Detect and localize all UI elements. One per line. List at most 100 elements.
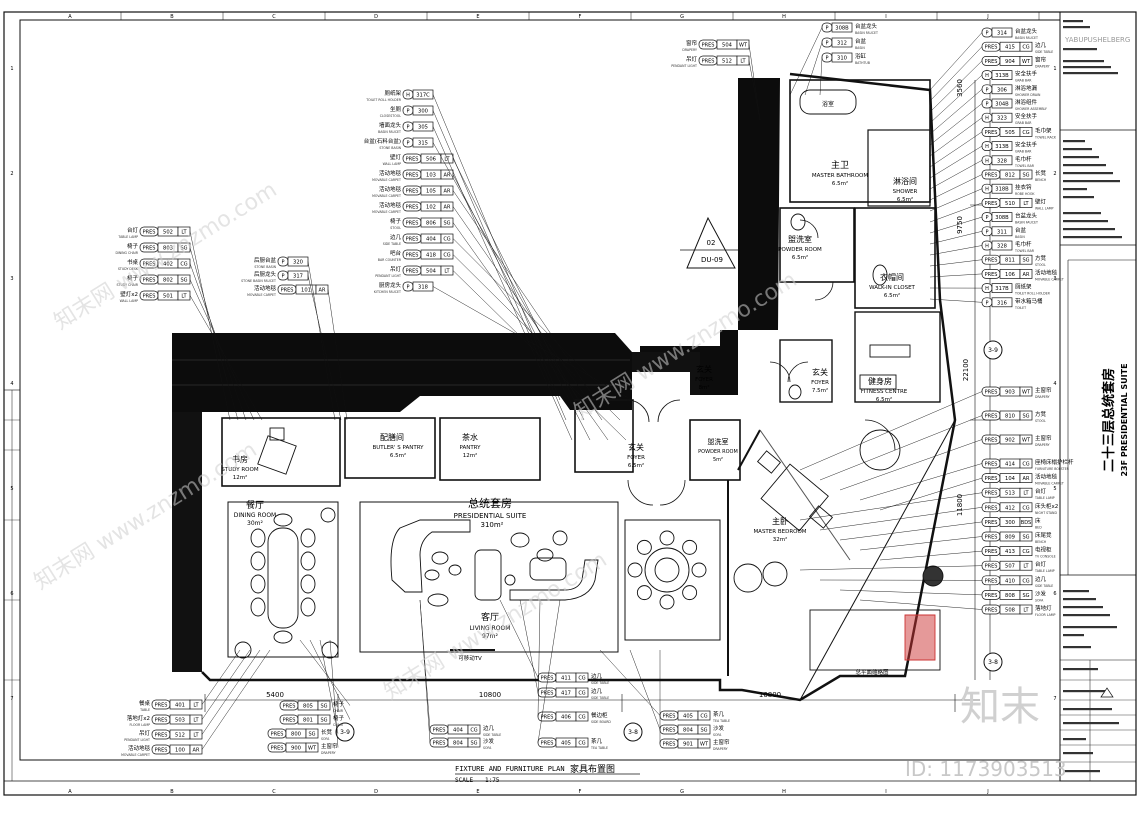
leader-line <box>800 392 982 471</box>
tag-number: 806 <box>426 221 436 227</box>
tag-code: PRES <box>143 230 156 236</box>
tag-label-cn: 壁灯 <box>390 153 402 161</box>
tag-code: PRES <box>985 505 998 511</box>
tag-number: 314 <box>997 31 1008 37</box>
leader-line <box>805 43 822 96</box>
leader-line <box>538 600 540 717</box>
living-furniture <box>432 552 448 564</box>
tag-number: 308B <box>995 215 1009 221</box>
tag-label-en: CHAIR <box>333 723 344 727</box>
tag-label-cn: 台盆 <box>1015 226 1027 234</box>
tag-label-en: PENDANT LIGHT <box>375 274 401 278</box>
tag-code: PRES <box>702 59 715 65</box>
room-master-bed-cn: 主卧 <box>772 516 788 526</box>
tag-label-cn: 边几 <box>1035 575 1047 583</box>
room-fitness-en: FITNESS CENTRE <box>861 389 908 395</box>
tag-label-en: KITCHEN FAUCET <box>374 290 401 294</box>
living-furniture <box>537 549 553 561</box>
tag-label-en: TABLE LAMP <box>117 235 138 239</box>
tag-label-en: BASIN FAUCET <box>1015 221 1038 225</box>
tag-code: PRES <box>985 272 998 278</box>
tag-number: 507 <box>1005 564 1015 570</box>
tag-number: 315 <box>418 141 428 147</box>
leader-line <box>860 537 982 551</box>
tag-code: PRES <box>985 520 998 526</box>
dining-chair <box>301 529 315 547</box>
tag-number: 900 <box>291 746 301 752</box>
tag-label-cn: 边几 <box>483 724 495 732</box>
tag-label-en: BAR COUNTER <box>378 258 402 262</box>
tag-code: PRES <box>433 728 446 734</box>
tag-number: 418 <box>426 253 436 259</box>
room-presidential-area: 310m² <box>481 521 504 529</box>
tag-label-en: STOOL <box>1035 263 1046 267</box>
leader-line <box>860 600 982 610</box>
tag-number: 512 <box>175 733 185 739</box>
tag-label-cn: 沙发 <box>1035 589 1047 597</box>
room-butler-en: BUTLER' S PANTRY <box>372 445 424 451</box>
scale-value: 1:75 <box>485 777 500 784</box>
tag-label-cn: 餐边柜 <box>591 711 608 719</box>
tag-number: 505 <box>1005 130 1015 136</box>
tag-code: PRES <box>985 578 998 584</box>
tag-label-en: TOWEL BAR <box>1014 164 1035 168</box>
tag-code: PRES <box>406 221 419 227</box>
tag-type: AR <box>193 748 200 754</box>
tag-number: 102 <box>426 205 436 211</box>
tag-label-en: STONE BASIN FAUCET <box>241 279 276 283</box>
grid-col-bottom-H: H <box>782 789 786 795</box>
title-block-fine-print <box>1063 634 1084 636</box>
tag-number: 106 <box>1005 272 1015 278</box>
leader-line <box>202 650 250 720</box>
tag-type: CG <box>443 253 450 259</box>
tag-code: P <box>406 125 409 131</box>
watermark-logo: 知末 <box>960 684 1040 730</box>
room-closet-cn: 衣帽间 <box>880 272 904 282</box>
tag-code: PRES <box>155 748 168 754</box>
tag-label-cn: 活动地毯 <box>128 744 151 752</box>
tag-number: 312 <box>837 41 847 47</box>
grid-row-right-4: 4 <box>1053 381 1056 387</box>
tag-number: 811 <box>1005 258 1015 264</box>
living-furniture <box>505 575 515 585</box>
room-master-bath-cn: 主卫 <box>831 159 849 171</box>
tag-label-cn: 厕纸架 <box>384 89 401 97</box>
room-powder2-cn: 盥洗室 <box>708 437 729 446</box>
dim-10800-b: 10800 <box>759 691 781 699</box>
tag-code: H <box>985 187 989 193</box>
tag-label-cn: 安全扶手 <box>1015 141 1038 149</box>
tag-label-cn: 安全扶手 <box>1015 70 1038 78</box>
section-tag: 02 <box>707 239 716 247</box>
grid-col-bottom-A: A <box>68 789 72 795</box>
tag-code: PRES <box>663 714 676 720</box>
tag-code: PRES <box>663 728 676 734</box>
title-block-fine-print <box>1063 738 1086 740</box>
grid-row-1: 1 <box>10 66 13 72</box>
tag-label-cn: 吧台 <box>390 249 402 257</box>
tag-label-en: PENDANT LIGHT <box>124 738 150 742</box>
tag-label-cn: 窗帘 <box>1035 55 1047 63</box>
tag-label-en: DRAPERY <box>682 48 697 52</box>
tag-number: 304B <box>995 102 1009 108</box>
room-foyer3-area: 8m² <box>698 384 709 391</box>
round-table-chair <box>683 586 697 600</box>
tag-code: PRES <box>985 549 998 555</box>
tag-label-en: GRAB BAR <box>1015 79 1032 83</box>
tag-type: WT <box>308 746 317 752</box>
leader-line <box>840 590 982 595</box>
room-butler-area: 6.5m² <box>390 452 406 459</box>
room-closet-en: WALK-IN CLOSET <box>869 285 915 291</box>
